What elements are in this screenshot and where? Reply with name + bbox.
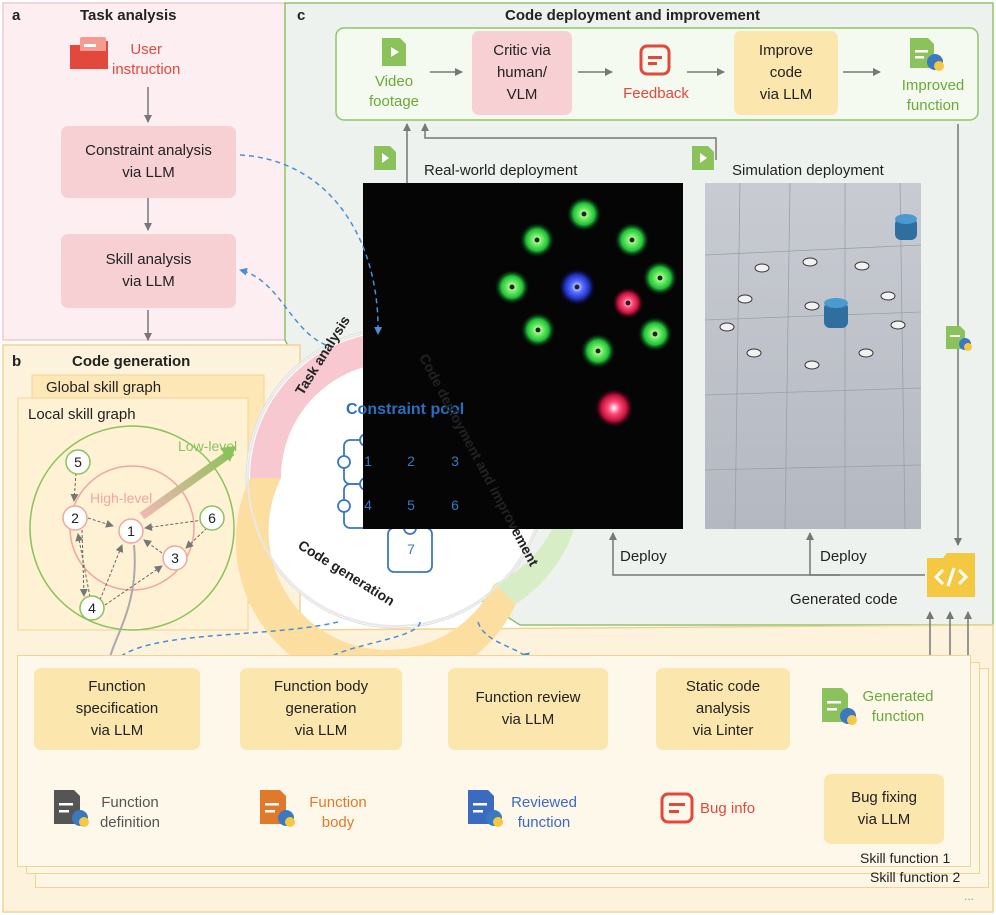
generated-function-label: Generated function <box>862 688 934 725</box>
improved-function-icon <box>908 36 944 72</box>
static-analysis-label: Static code analysis via Linter <box>685 678 761 739</box>
node-6-label: 6 <box>208 510 216 526</box>
skill-analysis-box: Skill analysis via LLM <box>61 234 236 308</box>
function-body-label: Function body <box>309 794 367 831</box>
critic-box: Critic via human/ VLM <box>472 31 572 115</box>
panel-b-title: Code generation <box>72 353 191 370</box>
low-level-label: Low-level <box>178 438 238 454</box>
node-2-label: 2 <box>71 510 79 526</box>
video-footage-label: Video footage <box>368 73 420 110</box>
level-arrow <box>139 448 235 520</box>
simulation-targets <box>824 214 917 328</box>
generated-code-label: Generated code <box>790 591 898 608</box>
deploy-left-label: Deploy <box>620 548 667 565</box>
function-spec-box: Function specification via LLM <box>34 668 200 750</box>
feedback-icon <box>639 44 671 76</box>
function-review-box: Function review via LLM <box>448 668 608 750</box>
skill-node-3 <box>162 545 188 571</box>
node-5-label: 5 <box>74 454 82 470</box>
improve-code-box: Improve code via LLM <box>734 31 838 115</box>
critic-label: Critic via human/ VLM <box>493 42 551 103</box>
simulation-video-icon <box>690 144 716 172</box>
improved-function-label: Improved function <box>901 77 965 114</box>
constraint-pool-title: Constraint pool <box>346 401 465 418</box>
piece-3: 3 <box>451 453 459 469</box>
generated-code-folder-icon <box>925 550 977 600</box>
piece-2: 2 <box>407 453 415 469</box>
simulation-image <box>705 183 921 529</box>
function-body-gen-label: Function body generation via LLM <box>273 678 369 739</box>
function-spec-label: Function specification via LLM <box>75 678 159 739</box>
function-body-icon <box>258 788 296 828</box>
user-instruction-folder-icon <box>68 35 110 71</box>
simulation-robots <box>719 257 906 370</box>
skill-node-5 <box>65 449 91 475</box>
skill-node-4 <box>79 595 105 621</box>
node-4-label: 4 <box>88 600 96 616</box>
node-1-label: 1 <box>127 523 135 539</box>
skill-function-1-label: Skill function 1 <box>860 850 951 866</box>
ring-sector-codegen <box>235 478 516 689</box>
function-review-label: Function review via LLM <box>475 689 581 728</box>
local-skill-graph-label: Local skill graph <box>28 406 136 423</box>
bug-info-icon <box>660 792 694 824</box>
panel-a-title: Task analysis <box>80 7 177 24</box>
bug-fixing-box: Bug fixing via LLM <box>824 774 944 844</box>
deploy-right-label: Deploy <box>820 548 867 565</box>
bug-fixing-label: Bug fixing via LLM <box>851 789 917 828</box>
improve-code-label: Improve code via LLM <box>758 42 814 103</box>
improved-code-small-icon <box>944 324 972 352</box>
skill-node-6 <box>199 505 225 531</box>
skill-function-2-label: Skill function 2 <box>870 869 961 885</box>
real-world-label: Real-world deployment <box>424 162 578 179</box>
simulation-label: Simulation deployment <box>732 162 884 179</box>
panel-c-letter: c <box>297 7 306 24</box>
skill-analysis-label: Skill analysis via LLM <box>105 251 192 290</box>
bug-info-label: Bug info <box>700 800 756 817</box>
ellipsis-label: ... <box>964 889 975 903</box>
skill-node-1 <box>118 518 144 544</box>
static-analysis-box: Static code analysis via Linter <box>656 668 790 750</box>
piece-1: 1 <box>364 453 372 469</box>
high-level-label: High-level <box>90 490 153 506</box>
low-level-ring <box>29 425 235 631</box>
panel-a-letter: a <box>12 7 21 24</box>
reviewed-function-icon <box>466 788 504 828</box>
piece-5: 5 <box>407 497 415 513</box>
real-world-video-icon <box>372 144 398 172</box>
constraint-analysis-box: Constraint analysis via LLM <box>61 126 236 198</box>
function-definition-label: Function definition <box>99 794 161 831</box>
piece-4: 4 <box>364 497 372 513</box>
function-body-gen-box: Function body generation via LLM <box>240 668 402 750</box>
video-footage-icon <box>380 36 408 68</box>
function-definition-icon <box>52 788 90 828</box>
skill-node-2 <box>62 505 88 531</box>
piece-7: 7 <box>407 541 415 557</box>
generated-function-icon <box>820 686 858 726</box>
reviewed-function-label: Reviewed function <box>511 794 577 831</box>
skill-nodes <box>62 449 225 621</box>
global-skill-graph-label: Global skill graph <box>46 379 162 396</box>
piece-6: 6 <box>451 497 459 513</box>
feedback-label: Feedback <box>623 85 689 102</box>
node-3-label: 3 <box>171 550 179 566</box>
user-instruction-label: User instruction <box>112 41 181 78</box>
real-world-robots <box>494 196 678 428</box>
panel-b-letter: b <box>12 353 22 370</box>
constraint-analysis-label: Constraint analysis via LLM <box>85 142 212 181</box>
panel-c-title: Code deployment and improvement <box>505 7 761 24</box>
